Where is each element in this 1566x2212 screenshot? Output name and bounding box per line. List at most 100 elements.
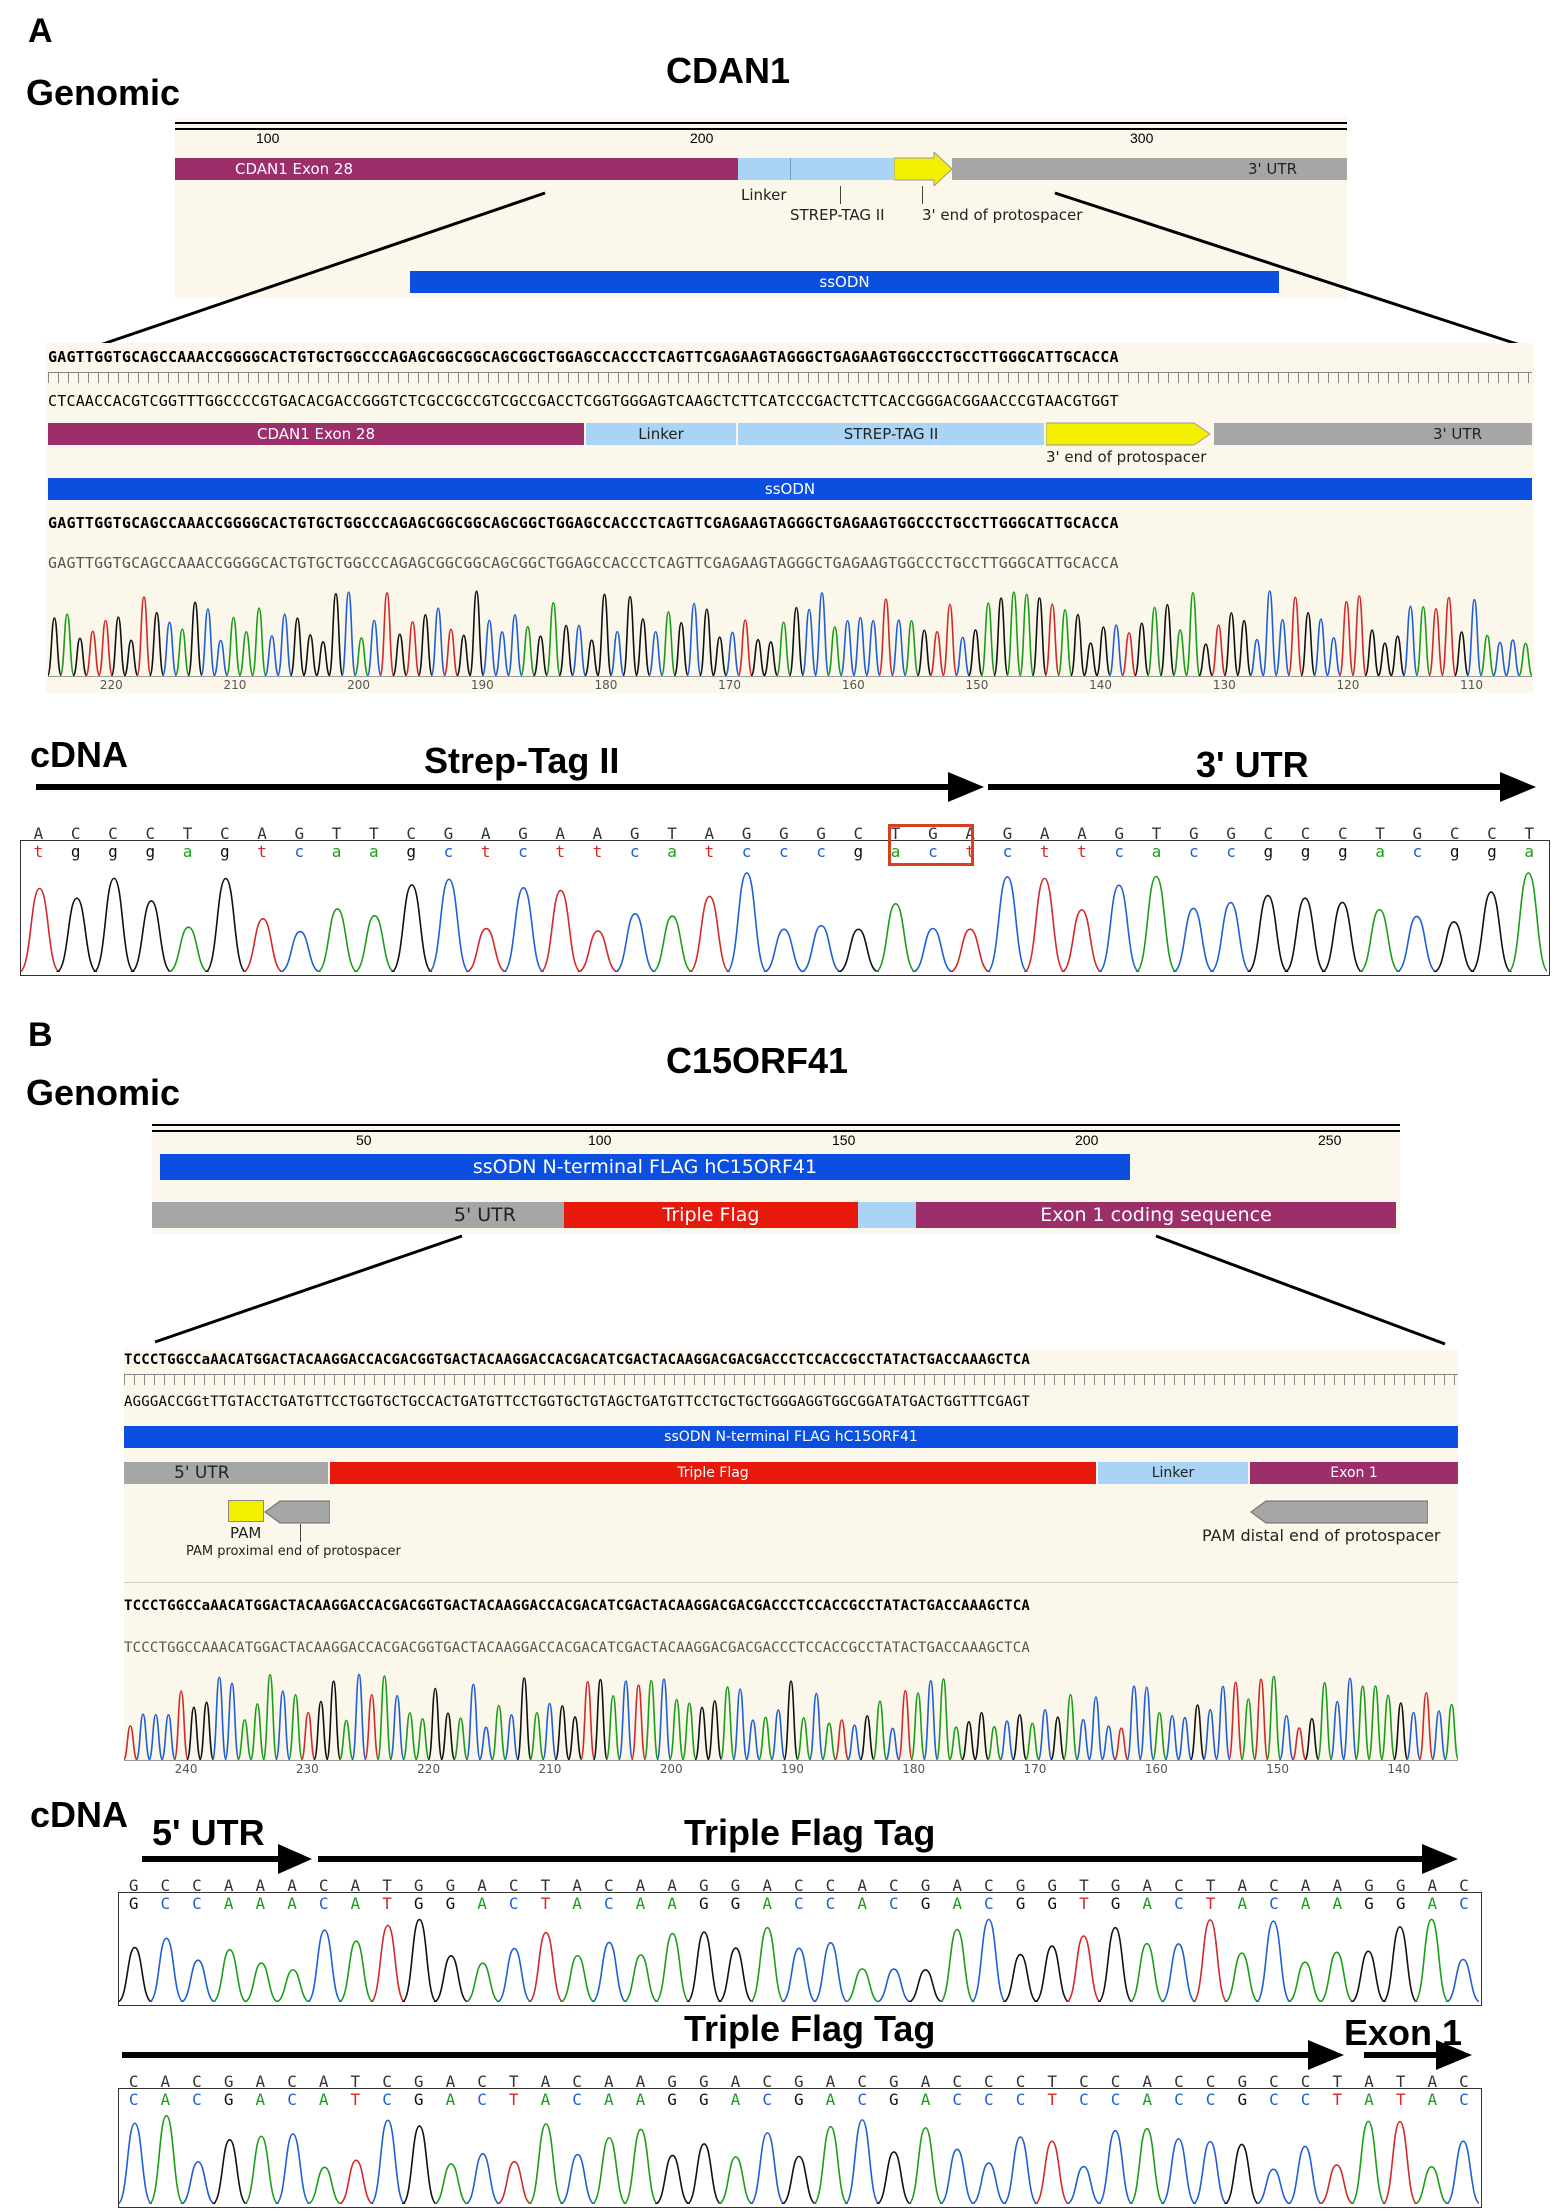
trace-peak <box>1034 2140 1070 2204</box>
trace-peak <box>1354 1685 1371 1760</box>
trace-peak <box>527 2123 565 2204</box>
trace-peak <box>1011 1714 1028 1760</box>
trace-peak <box>656 1678 672 1760</box>
trace-peak <box>496 2160 533 2204</box>
trace-peak <box>1133 622 1150 676</box>
base-call: A <box>1142 1876 1153 1895</box>
trace-peak <box>249 1703 266 1760</box>
trace-peak <box>922 1680 939 1760</box>
trace-peak <box>494 631 510 676</box>
base-call: C <box>382 2090 392 2109</box>
base-call: G <box>1237 2072 1248 2091</box>
panel-b-pam-proximal-arrow <box>264 1500 330 1524</box>
trace-peak <box>929 630 945 676</box>
base-call: A <box>255 2072 266 2091</box>
base-call: c <box>294 842 305 861</box>
base-call: A <box>1142 2072 1153 2091</box>
panel-a-detail-protospacer-arrow <box>1046 422 1211 446</box>
trace-peak <box>844 2119 881 2204</box>
base-call: C <box>572 2090 582 2109</box>
trace-peak <box>749 2132 786 2204</box>
panel-a-tga-highlight-box <box>888 824 974 866</box>
trace-peak <box>681 1702 698 1760</box>
trace-axis-label: 230 <box>295 1762 319 1776</box>
panel-a-cdna-trace <box>21 872 1547 972</box>
trace-peak <box>1227 1681 1244 1760</box>
base-call: C <box>192 1894 202 1913</box>
base-call: T <box>1205 1876 1216 1895</box>
trace-peak <box>846 1724 863 1760</box>
trace-peak <box>910 1692 926 1760</box>
trace-peak <box>724 631 741 676</box>
panel-a-utr-arrow <box>988 772 1536 802</box>
panel-b-detail-ssodn-label: ssODN N-terminal FLAG hC15ORF41 <box>664 1429 918 1445</box>
base-call: C <box>108 824 118 843</box>
trace-peak <box>1402 605 1419 676</box>
trace-peak <box>1088 1696 1104 1760</box>
trace-peak <box>238 631 255 676</box>
trace-peak <box>718 2156 754 2204</box>
trace-peak <box>264 635 280 676</box>
trace-peak <box>84 630 101 676</box>
panel-b-tick-100: 100 <box>588 1132 612 1148</box>
base-call: t <box>1077 842 1087 861</box>
trace-peak <box>1126 1685 1142 1760</box>
base-call: T <box>1332 2072 1343 2091</box>
trace-peak <box>130 900 173 972</box>
trace-axis-label: 170 <box>718 678 742 692</box>
trace-peak <box>732 1688 748 1760</box>
trace-peak <box>763 928 805 972</box>
base-call: c <box>1226 842 1236 861</box>
panel-b-trace-axis <box>124 1760 1458 1761</box>
trace-peak <box>353 637 370 676</box>
base-call: a <box>182 842 193 861</box>
trace-peak <box>516 1677 532 1760</box>
base-call: A <box>1039 824 1050 843</box>
base-call: G <box>128 1894 139 1913</box>
base-call: T <box>667 824 677 843</box>
trace-peak <box>1393 1702 1409 1760</box>
base-call: G <box>730 1876 741 1895</box>
trace-peak <box>186 1706 202 1760</box>
base-call: A <box>287 1876 297 1895</box>
trace-peak <box>147 1714 164 1760</box>
base-call: A <box>1427 1876 1438 1895</box>
base-call: A <box>540 2072 551 2091</box>
trace-peak <box>351 1673 367 1760</box>
trace-peak <box>1504 639 1521 676</box>
panel-a-tick-100: 100 <box>256 130 280 146</box>
base-call: t <box>33 842 44 861</box>
trace-peak <box>1070 613 1086 676</box>
trace-peak <box>1192 1919 1229 2002</box>
base-call: A <box>635 2072 646 2091</box>
trace-peak <box>519 625 536 676</box>
trace-peak <box>1236 619 1252 676</box>
base-call: A <box>1237 1876 1248 1895</box>
trace-peak <box>1389 635 1406 676</box>
trace-peak <box>781 2155 817 2204</box>
base-call: C <box>984 1876 994 1895</box>
base-call: a <box>667 842 677 861</box>
base-call: C <box>857 2090 867 2109</box>
base-call: g <box>70 842 81 861</box>
trace-peak <box>338 2159 374 2204</box>
base-call: T <box>1151 824 1162 843</box>
panel-b-cdna-label: cDNA <box>30 1794 129 1835</box>
trace-peak <box>986 875 1029 972</box>
base-call: C <box>1110 2090 1121 2109</box>
trace-peak <box>174 628 191 676</box>
panel-b-pam-label: PAM <box>230 1524 262 1542</box>
base-call: G <box>128 1876 139 1895</box>
base-call: G <box>1015 1894 1026 1913</box>
base-call: A <box>635 2090 646 2109</box>
trace-peak <box>1284 897 1326 972</box>
base-call: C <box>160 1876 171 1895</box>
base-call: A <box>857 1894 867 1913</box>
trace-peak <box>148 611 165 676</box>
base-call: C <box>1487 824 1497 843</box>
panel-b-tick-200: 200 <box>1075 1132 1099 1148</box>
trace-peak <box>440 1712 456 1760</box>
base-call: C <box>1079 2072 1089 2091</box>
